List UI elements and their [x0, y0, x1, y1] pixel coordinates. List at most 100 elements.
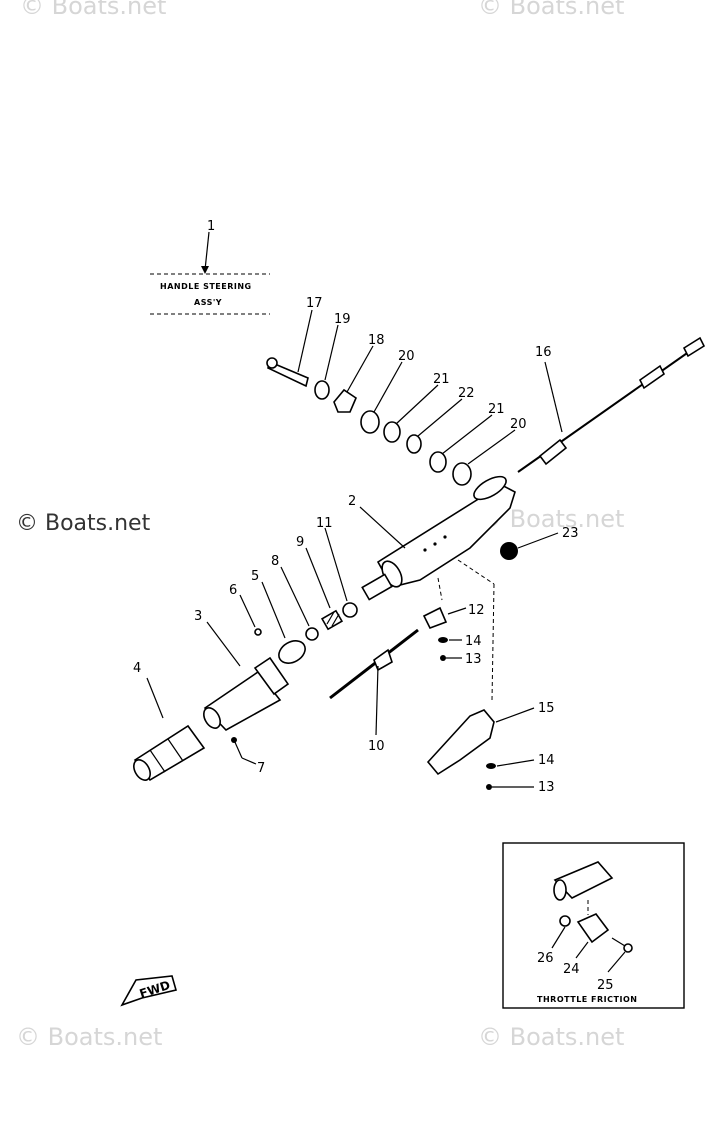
rod-10-shaft	[329, 628, 419, 700]
bolt-13a-head	[440, 655, 446, 661]
handle-dot-b	[433, 542, 437, 546]
part-25-screw-shank	[611, 937, 626, 947]
spring-coil-b	[331, 613, 340, 627]
bolt-13b-head	[486, 784, 492, 790]
callout-12: 12	[468, 603, 485, 618]
callout-13a: 13	[465, 652, 482, 667]
callout-line-15	[495, 707, 535, 723]
spring-coil-a	[326, 611, 335, 625]
part-12-bracket	[422, 606, 448, 630]
callout-line-23	[517, 532, 559, 549]
cable-16-tip	[682, 336, 706, 358]
watermark-bottom-left: © Boats.net	[16, 1023, 162, 1051]
part-13-bolt-b	[486, 784, 534, 790]
screw-7-shank	[233, 739, 243, 759]
part-20-washer-b	[452, 462, 472, 486]
inset-handle-end	[553, 879, 567, 901]
part-20-washer-a	[360, 410, 380, 434]
part-25-screw-head	[623, 943, 633, 953]
callout-line-4	[146, 677, 164, 719]
inset-title: THROTTLE FRICTION	[537, 995, 637, 1004]
part-18-collar	[333, 388, 357, 413]
callout-line-20a	[373, 361, 403, 413]
callout-line-2	[359, 506, 406, 549]
callout-line-14b	[496, 759, 535, 767]
shaft-flange	[253, 656, 290, 696]
callout-line-11	[324, 527, 348, 602]
callout-line-16	[544, 361, 563, 433]
callout-line-6	[239, 594, 256, 628]
callout-line-3	[206, 621, 241, 667]
spring-body	[320, 609, 344, 631]
part-8-washer	[305, 627, 319, 641]
rod-10-collar	[373, 648, 393, 672]
part-13-bolt-a	[440, 655, 462, 661]
handle-dot-c	[443, 535, 447, 539]
handle-dot-a	[423, 548, 427, 552]
callout-10: 10	[368, 739, 385, 754]
callout-7: 7	[257, 761, 265, 776]
part-5-ring	[278, 640, 306, 664]
callout-line-17	[297, 309, 313, 373]
callout-line-19	[324, 324, 339, 381]
part-6-pin	[254, 628, 262, 636]
callout-8: 8	[271, 554, 279, 569]
callout-4: 4	[133, 661, 141, 676]
callout-24: 24	[563, 962, 580, 977]
callout-line-10	[375, 665, 379, 736]
part-16-cable	[517, 336, 706, 473]
part-3-throttle-shaft	[203, 656, 290, 731]
part-15-bracket	[426, 709, 495, 776]
callout-19: 19	[334, 312, 351, 327]
callout-18: 18	[368, 333, 385, 348]
part-23-knob	[500, 542, 518, 560]
watermark-top-right: © Boats.net	[478, 0, 624, 20]
part-14-washer-b	[486, 763, 496, 769]
arrow-1	[201, 266, 209, 274]
part-26-washer	[559, 915, 571, 927]
callout-25: 25	[597, 978, 614, 993]
callout-16: 16	[535, 345, 552, 360]
assembly-title: HANDLE STEERING	[160, 282, 252, 291]
part-21-washer-a	[383, 421, 401, 443]
callout-13b: 13	[538, 780, 555, 795]
part-10-rod	[329, 628, 419, 700]
part-24-friction-block	[576, 913, 610, 944]
shaft-end	[203, 707, 221, 729]
callout-17: 17	[306, 296, 323, 311]
part-7-screw	[231, 737, 243, 759]
callout-line-5	[261, 581, 286, 639]
callout-14a: 14	[465, 634, 482, 649]
callout-23: 23	[562, 526, 579, 541]
part-2-steering-handle	[361, 475, 516, 601]
callout-20a: 20	[398, 349, 415, 364]
fwd-arrow-shape	[120, 975, 177, 1007]
guide-line-c	[491, 583, 495, 701]
callout-21b: 21	[488, 402, 505, 417]
bolt-17-head	[266, 357, 278, 369]
callout-line-18	[346, 345, 374, 393]
watermark-top-left: © Boats.net	[20, 0, 166, 20]
callout-line-7	[241, 757, 257, 765]
callout-line-24	[575, 941, 589, 959]
part-11-nut	[342, 602, 358, 618]
watermark-bottom-right: © Boats.net	[478, 1023, 624, 1051]
callout-22: 22	[458, 386, 475, 401]
grip-ring-b	[167, 738, 184, 762]
callout-line-20b	[467, 429, 516, 465]
callout-9: 9	[296, 535, 304, 550]
part-22-washer	[406, 434, 422, 454]
fwd-arrow: FWD	[120, 975, 177, 1007]
callout-11: 11	[316, 516, 333, 531]
watermark-mid-left: © Boats.net	[16, 511, 151, 536]
guide-line-a	[437, 577, 443, 601]
callout-line-22	[417, 398, 463, 437]
callout-2: 2	[348, 494, 356, 509]
part-4-grip	[133, 724, 206, 782]
callout-line-25	[607, 951, 626, 973]
cable-16-end	[538, 438, 568, 466]
callout-line-21b	[441, 414, 493, 455]
callout-line-21a	[395, 384, 439, 425]
